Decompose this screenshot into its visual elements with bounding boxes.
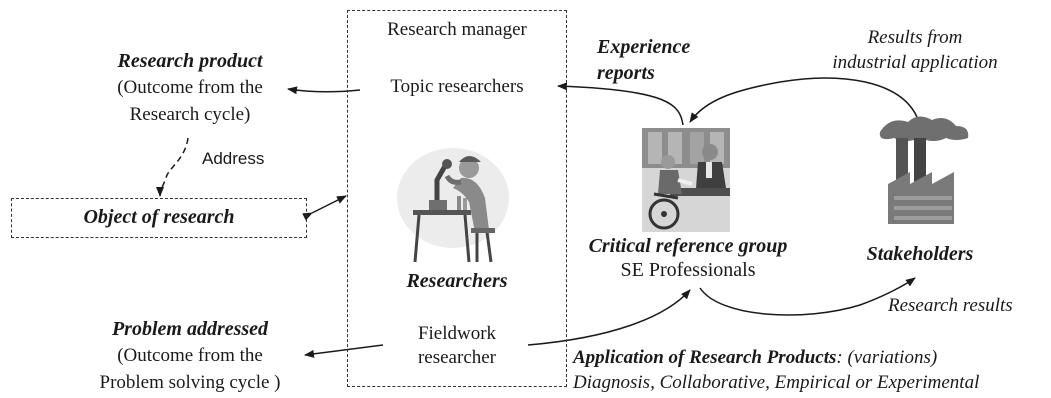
topic-researchers-label: Topic researchers — [390, 76, 524, 97]
arrow-to-research-product — [287, 86, 361, 95]
address-arrow — [156, 137, 189, 197]
arrow-industrial-results — [689, 77, 918, 123]
meeting-group-icon — [642, 128, 730, 232]
object-of-research-box — [11, 198, 307, 238]
problem-addressed-title: Problem addressed — [111, 318, 269, 340]
application-line2: Diagnosis, Collaborative, Empirical or E… — [573, 372, 980, 393]
fieldwork-line1: Fieldwork — [417, 323, 497, 344]
industrial-results-line2: industrial application — [832, 52, 998, 73]
object-of-research-label: Object of research — [83, 206, 235, 228]
fieldwork-line2: researcher — [417, 347, 497, 368]
problem-addressed-line2: Problem solving cycle ) — [99, 372, 281, 393]
problem-addressed-line1: (Outcome from the — [117, 345, 263, 366]
researchers-label: Researchers — [406, 270, 508, 292]
researcher-microscope-icon — [397, 148, 509, 263]
object-link-arrow — [302, 195, 347, 221]
application-line1: Application of Research Products: (varia… — [573, 347, 937, 369]
industrial-results-line1: Results from — [867, 27, 963, 48]
experience-reports-line2: reports — [597, 62, 655, 84]
experience-reports-line1: Experience — [597, 36, 691, 58]
arrow-application — [527, 289, 691, 346]
factory-icon — [879, 116, 969, 224]
research-product-line2: Research cycle) — [129, 104, 251, 125]
critical-reference-group-title: Critical reference group — [588, 235, 788, 257]
research-product-title: Research product — [117, 50, 263, 72]
arrow-research-results — [699, 277, 916, 316]
stakeholders-label: Stakeholders — [866, 243, 974, 265]
research-results-label: Research results — [888, 295, 1013, 316]
application-suffix: : (variations) — [836, 347, 938, 368]
arrow-experience-reports — [557, 82, 684, 126]
research-product-line1: (Outcome from the — [117, 77, 263, 98]
application-title: Application of Research Products — [573, 347, 837, 368]
arrow-to-problem-addressed — [304, 344, 384, 358]
address-label: Address — [202, 149, 265, 168]
research-manager-label: Research manager — [387, 19, 527, 40]
critical-reference-group-subtitle: SE Professionals — [620, 259, 756, 281]
research-manager-box — [347, 10, 567, 387]
